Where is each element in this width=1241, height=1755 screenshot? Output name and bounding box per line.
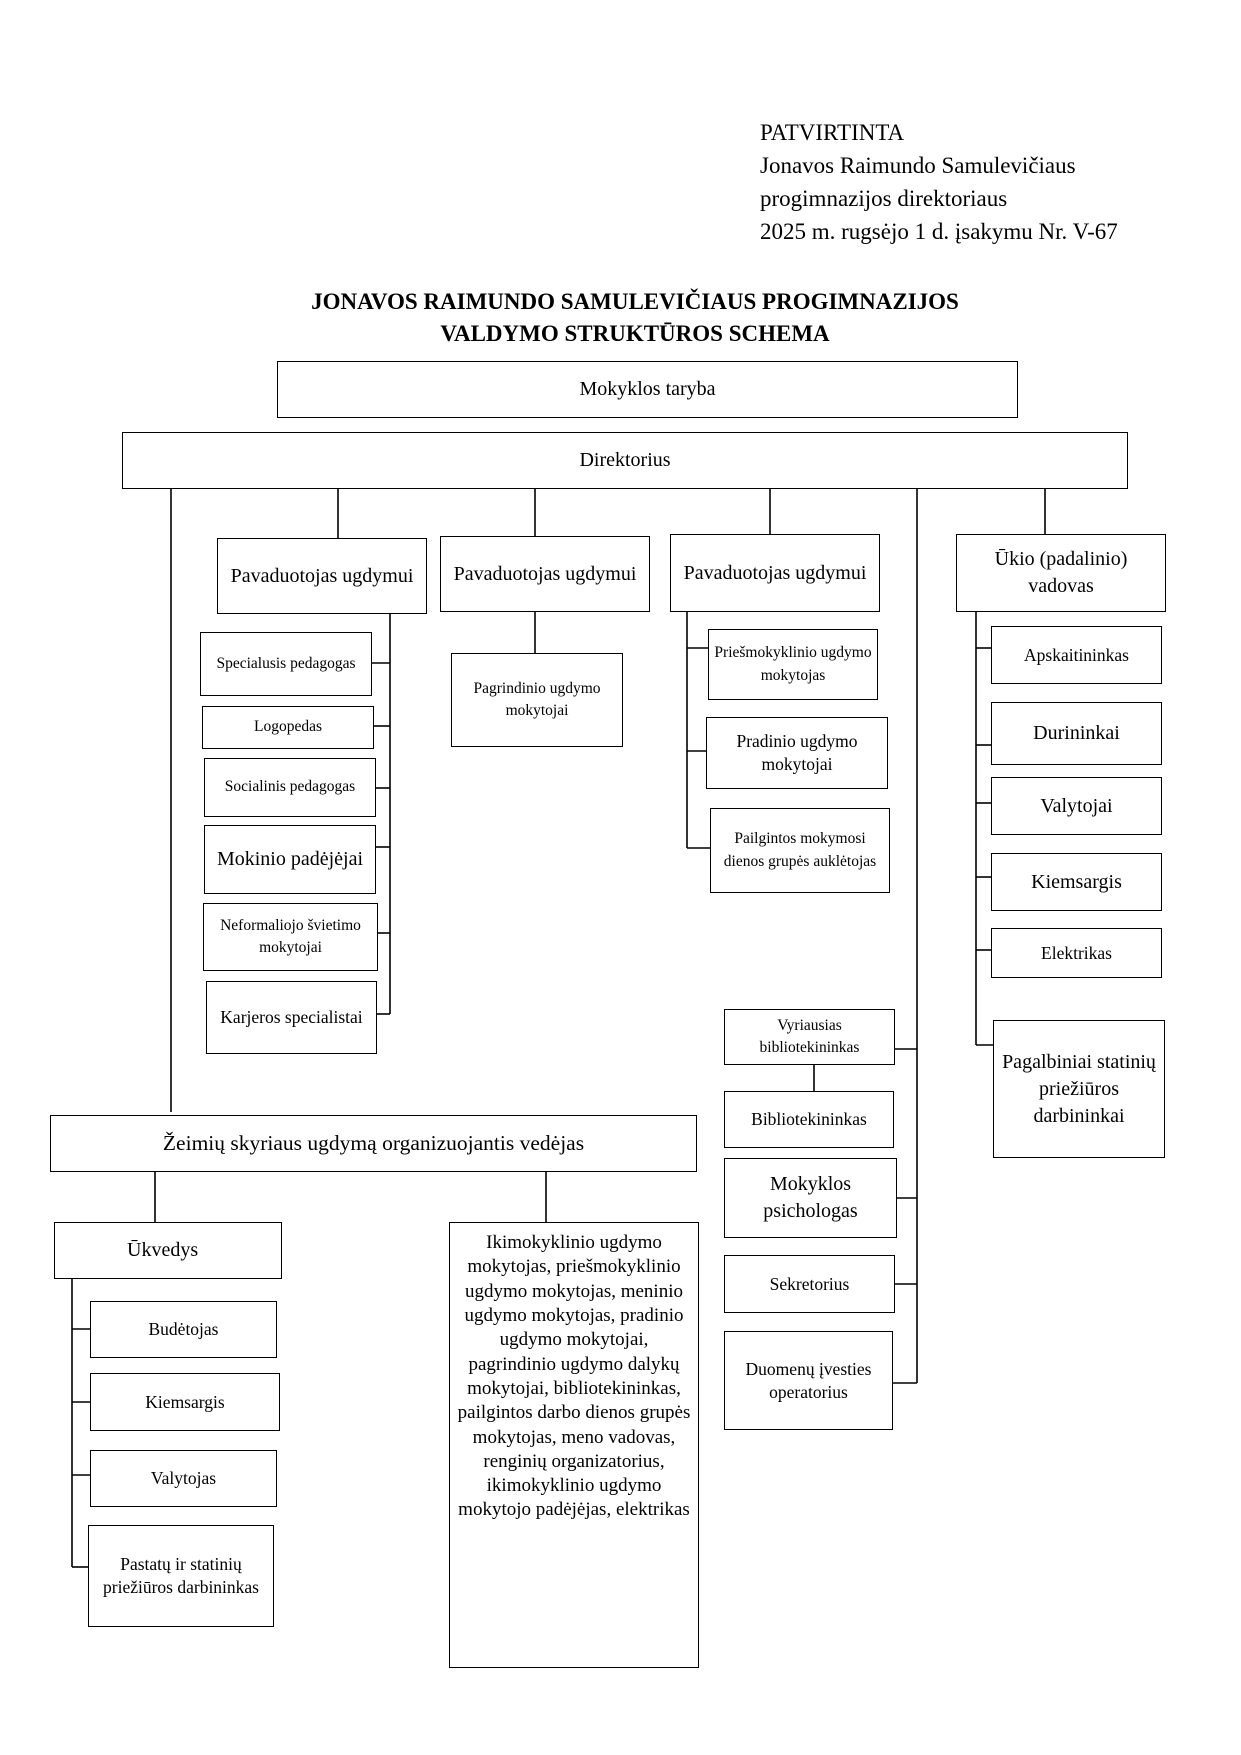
- node-electrician: Elektrikas: [991, 928, 1162, 978]
- document-title-line-2: VALDYMO STRUKTŪROS SCHEMA: [440, 321, 830, 346]
- node-data-entry-operator: Duomenų įvesties operatorius: [724, 1331, 893, 1430]
- node-council: Mokyklos taryba: [277, 361, 1018, 418]
- node-student-assistants: Mokinio padėjėjai: [204, 825, 376, 894]
- node-cleaners: Valytojai: [991, 777, 1162, 835]
- node-maintenance-workers: Pagalbiniai statinių priežiūros darbinin…: [993, 1020, 1165, 1158]
- node-chief-librarian: Vyriausias bibliotekininkas: [724, 1009, 895, 1065]
- node-non-formal-teachers: Neformaliojo švietimo mokytojai: [203, 903, 378, 971]
- node-supply-manager: Ūkvedys: [54, 1222, 282, 1279]
- node-accountant: Apskaitininkas: [991, 626, 1162, 684]
- node-branch-staff-list: Ikimokyklinio ugdymo mokytojas, priešmok…: [449, 1222, 699, 1668]
- node-branch-cleaner: Valytojas: [90, 1450, 277, 1507]
- node-branch-maintenance-worker: Pastatų ir statinių priežiūros darbinink…: [88, 1525, 274, 1627]
- document-title-line-1: JONAVOS RAIMUNDO SAMULEVIČIAUS PROGIMNAZ…: [311, 289, 959, 314]
- node-deputy-3: Pavaduotojas ugdymui: [670, 534, 880, 612]
- node-librarian: Bibliotekininkas: [724, 1091, 894, 1148]
- node-social-pedagogue: Socialinis pedagogas: [204, 758, 376, 817]
- node-doorkeepers: Durininkai: [991, 702, 1162, 765]
- node-primary-teachers: Pradinio ugdymo mokytojai: [706, 717, 888, 789]
- node-yard-keeper: Kiemsargis: [991, 853, 1162, 911]
- node-psychologist: Mokyklos psichologas: [724, 1158, 897, 1238]
- approval-line-3: progimnazijos direktoriaus: [760, 186, 1008, 211]
- node-basic-teachers: Pagrindinio ugdymo mokytojai: [451, 653, 623, 747]
- approval-line-2: Jonavos Raimundo Samulevičiaus: [760, 153, 1076, 178]
- node-preschool-teacher: Priešmokyklinio ugdymo mokytojas: [708, 629, 878, 700]
- node-secretary: Sekretorius: [724, 1255, 895, 1313]
- node-economic-head: Ūkio (padalinio) vadovas: [956, 534, 1166, 612]
- node-deputy-1: Pavaduotojas ugdymui: [217, 538, 427, 614]
- node-extended-day-educator: Pailgintos mokymosi dienos grupės auklėt…: [710, 808, 890, 893]
- node-deputy-2: Pavaduotojas ugdymui: [440, 536, 650, 612]
- approval-line-4: 2025 m. rugsėjo 1 d. įsakymu Nr. V-67: [760, 219, 1118, 244]
- node-branch-yard-keeper: Kiemsargis: [90, 1373, 280, 1431]
- approval-block: PATVIRTINTA Jonavos Raimundo Samulevičia…: [760, 116, 1118, 248]
- node-special-pedagogue: Specialusis pedagogas: [200, 632, 372, 696]
- node-speech-therapist: Logopedas: [202, 706, 374, 749]
- node-branch-head: Žeimių skyriaus ugdymą organizuojantis v…: [50, 1115, 697, 1172]
- approval-line-1: PATVIRTINTA: [760, 120, 905, 145]
- node-watchman: Budėtojas: [90, 1301, 277, 1358]
- node-career-specialists: Karjeros specialistai: [206, 981, 377, 1054]
- node-director: Direktorius: [122, 432, 1128, 489]
